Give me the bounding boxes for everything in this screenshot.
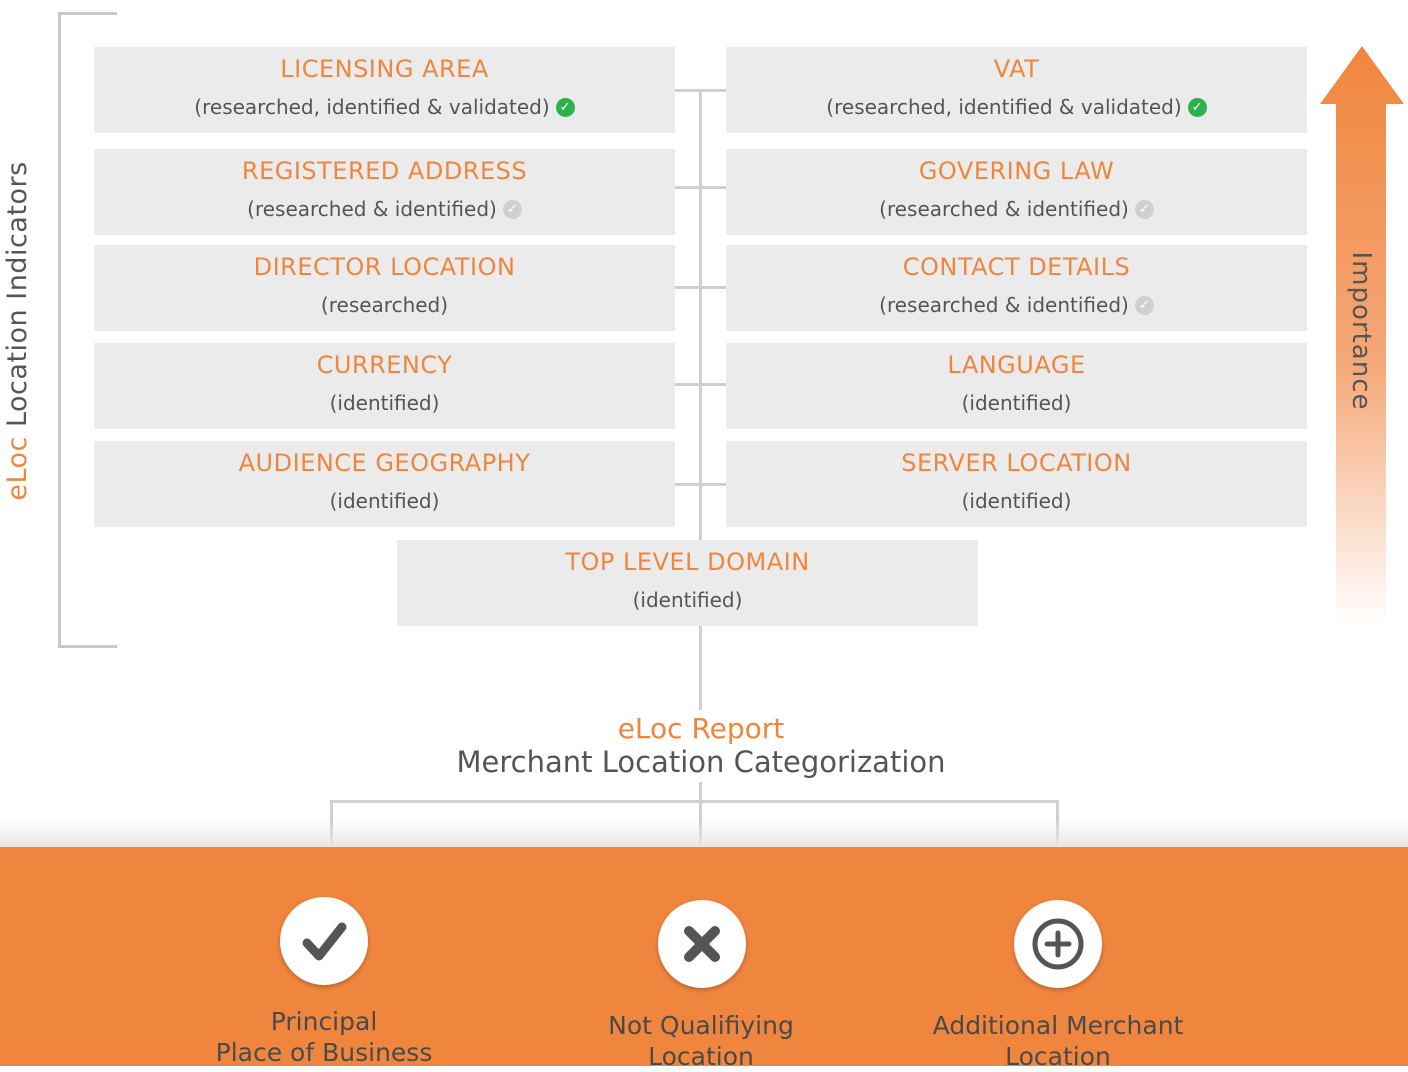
validated-check-icon: ✓ <box>1187 97 1207 117</box>
category-not-qualifying-label: Not Qualifiying Location <box>608 1011 794 1071</box>
indicator-director-location: DIRECTOR LOCATION (researched) <box>94 245 675 331</box>
fade-band <box>0 818 1408 848</box>
indicator-status: (identified) <box>961 489 1072 513</box>
indicator-server-location: SERVER LOCATION (identified) <box>726 441 1307 527</box>
indicator-title: LANGUAGE <box>947 351 1086 379</box>
indicator-status: (researched, identified & validated) <box>194 95 550 119</box>
branch-line-1 <box>675 89 726 92</box>
branch-line-4 <box>675 383 726 386</box>
indicator-audience-geography: AUDIENCE GEOGRAPHY (identified) <box>94 441 675 527</box>
bracket-vertical <box>58 12 61 648</box>
indicator-currency: CURRENCY (identified) <box>94 343 675 429</box>
indicator-governing-law: GOVERING LAW (researched & identified)✓ <box>726 149 1307 235</box>
indicator-title: CURRENCY <box>316 351 453 379</box>
bracket-bottom <box>58 645 117 648</box>
identified-check-icon: ✓ <box>502 199 522 219</box>
report-title: eLoc Report <box>617 712 785 745</box>
indicator-contact-details: CONTACT DETAILS (researched & identified… <box>726 245 1307 331</box>
indicator-top-level-domain: TOP LEVEL DOMAIN (identified) <box>397 540 978 626</box>
indicator-title: REGISTERED ADDRESS <box>241 157 528 185</box>
indicator-language: LANGUAGE (identified) <box>726 343 1307 429</box>
indicator-status: (identified) <box>961 391 1072 415</box>
branch-line-5 <box>675 483 726 486</box>
indicator-status: (researched & identified) <box>879 293 1129 317</box>
indicator-status: (researched) <box>320 293 449 317</box>
indicator-status: (researched, identified & validated) <box>826 95 1182 119</box>
indicator-title: GOVERING LAW <box>918 157 1115 185</box>
identified-check-icon: ✓ <box>1134 295 1154 315</box>
indicator-vat: VAT (researched, identified & validated)… <box>726 47 1307 133</box>
indicator-licensing-area: LICENSING AREA (researched, identified &… <box>94 47 675 133</box>
indicator-title: DIRECTOR LOCATION <box>253 253 516 281</box>
indicator-status: (identified) <box>632 588 743 612</box>
category-principal-place-label: Principal Place of Business <box>215 1007 433 1067</box>
eloc-location-indicators-label: eLoc Location Indicators <box>2 161 33 501</box>
plus-icon <box>1014 900 1102 988</box>
center-trunk-line <box>699 90 702 710</box>
split-line-center <box>699 782 702 848</box>
x-icon <box>658 900 746 988</box>
bracket-top <box>58 12 117 15</box>
indicator-title: AUDIENCE GEOGRAPHY <box>238 449 531 477</box>
checkmark-icon <box>280 897 368 985</box>
indicator-title: LICENSING AREA <box>280 55 489 83</box>
indicator-title: CONTACT DETAILS <box>902 253 1131 281</box>
branch-line-3 <box>675 286 726 289</box>
validated-check-icon: ✓ <box>555 97 575 117</box>
importance-label: Importance <box>1346 251 1376 411</box>
indicator-registered-address: REGISTERED ADDRESS (researched & identif… <box>94 149 675 235</box>
split-line-horizontal <box>330 800 1059 803</box>
indicator-title: VAT <box>993 55 1040 83</box>
indicator-status: (researched & identified) <box>879 197 1129 221</box>
report-subtitle: Merchant Location Categorization <box>456 745 946 779</box>
identified-check-icon: ✓ <box>1134 199 1154 219</box>
indicator-status: (identified) <box>329 489 440 513</box>
indicator-status: (researched & identified) <box>247 197 497 221</box>
indicator-title: SERVER LOCATION <box>901 449 1132 477</box>
indicator-title: TOP LEVEL DOMAIN <box>565 548 810 576</box>
importance-arrow-icon <box>1320 46 1404 626</box>
indicator-status: (identified) <box>329 391 440 415</box>
branch-line-2 <box>675 186 726 189</box>
category-additional-merchant-label: Additional Merchant Location <box>932 1011 1184 1071</box>
